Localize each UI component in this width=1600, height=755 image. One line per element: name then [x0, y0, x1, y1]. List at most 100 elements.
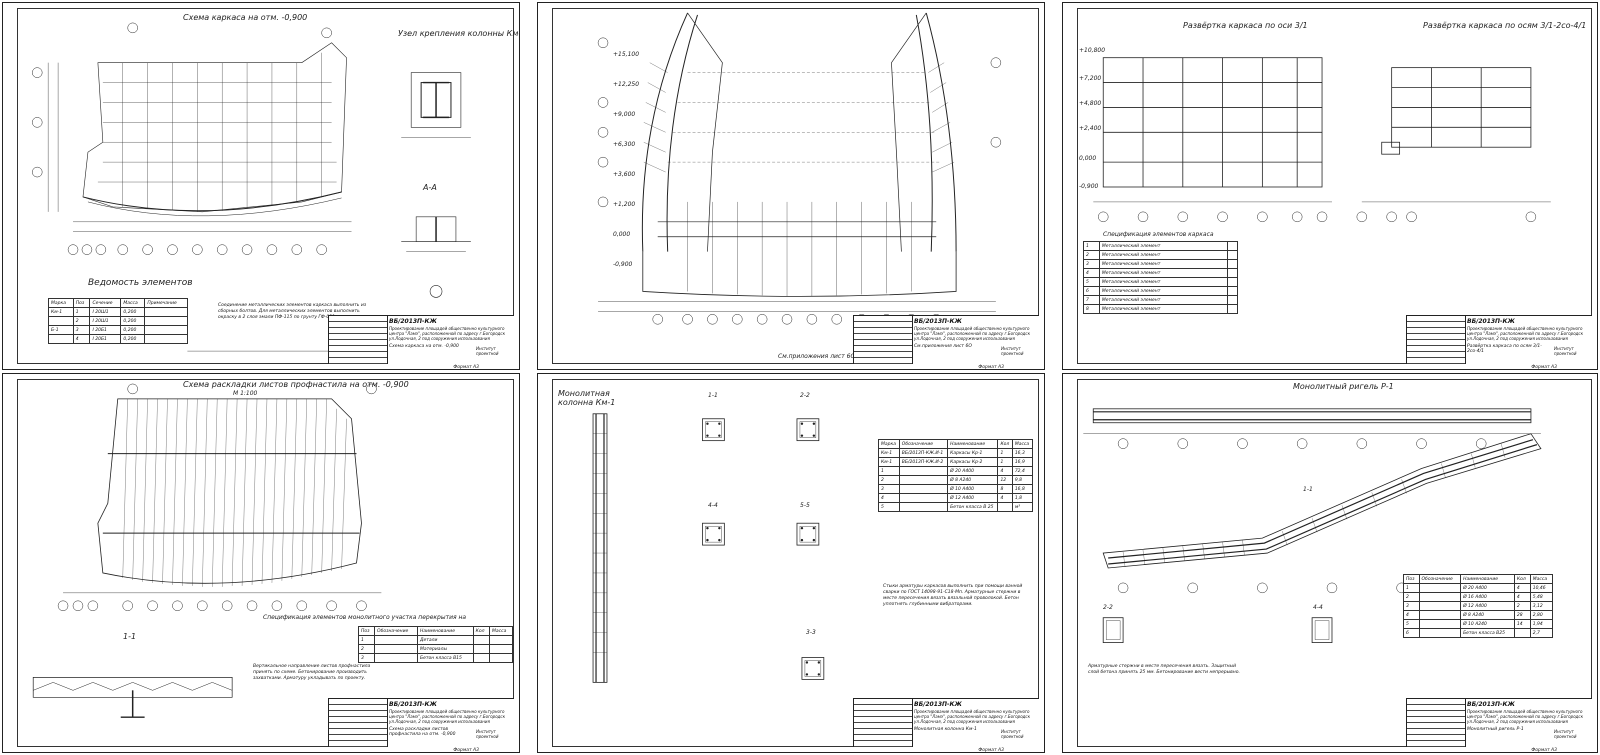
sheet-title: Схема раскладки листов профнастила на от…	[183, 380, 409, 389]
level-mark: +12,250	[613, 81, 640, 88]
project-description: Проектирование площадей общественно куль…	[914, 709, 1031, 724]
elevation-title-2: Развёртка каркаса по осям 3/1-2со-4/1	[1423, 21, 1587, 30]
level-mark: +7,200	[1079, 75, 1102, 82]
general-note: Арматурные стержни в месте пересечения в…	[1088, 664, 1240, 675]
project-description: Проектирование площадей общественно куль…	[914, 326, 1031, 341]
section-label: 5-5	[800, 502, 810, 509]
sheet-frame	[17, 8, 514, 364]
project-description: Проектирование площадей общественно куль…	[389, 326, 506, 341]
organization: Институт проектной	[1001, 729, 1024, 739]
section-label: А-А	[423, 183, 437, 192]
table-header: Кол	[1513, 574, 1531, 584]
table-header: Сечение	[89, 298, 122, 308]
table-header: Масса	[120, 298, 146, 308]
table-header: Поз	[72, 298, 91, 308]
sheet-frame	[552, 379, 1039, 747]
table-header: Масса	[1529, 574, 1554, 584]
level-mark: +4,800	[1079, 100, 1102, 107]
table-header: Кол	[472, 626, 491, 636]
section-label: 1-1	[1303, 486, 1313, 493]
title-block-grid	[1407, 699, 1466, 747]
table-header: Масса	[1011, 439, 1034, 449]
sheet-title: Монолитный ригель Р-1	[1293, 382, 1394, 391]
section-label: 1-1	[708, 392, 718, 399]
table-header: Примечание	[144, 298, 188, 308]
drawing-code: ВБ/2013П-КЖ	[914, 701, 962, 708]
table-header: Кол	[997, 439, 1013, 449]
sheet-name: Развёртка каркаса по осям 3/1-2со-4/1	[1467, 344, 1542, 354]
sheet-caption: См.приложения лист 6О	[778, 353, 856, 360]
sheet-name: См.приложения лист 6О	[914, 344, 972, 349]
table-header: Марка	[48, 298, 74, 308]
section-label: 4-4	[1313, 604, 1323, 611]
table-header: Обозначение	[898, 439, 949, 449]
sheet-name: Монолитная колонна Км-1	[914, 727, 977, 732]
table-header: Поз	[357, 626, 376, 636]
section-label: 3-3	[806, 629, 816, 636]
sheet-name: Схема каркаса на отм. -0,900	[389, 344, 459, 349]
spec-table: Поз Обозначение Наименование Кол Масса 1…	[1403, 574, 1554, 638]
project-description: Проектирование площадей общественно куль…	[1467, 326, 1584, 341]
detail-title: Узел крепления колонны Км-1	[398, 29, 520, 38]
project-description: Проектирование площадей общественно куль…	[1467, 709, 1584, 724]
sheet-frame	[17, 379, 514, 747]
scale-label: М 1:100	[233, 390, 258, 397]
drawing-code: ВБ/2013П-КЖ	[1467, 318, 1515, 325]
sheet-name: Монолитный ригель Р-1	[1467, 727, 1524, 732]
level-mark: 0,000	[1079, 155, 1097, 162]
spec-table: Марка Обозначение Наименование Кол Масса…	[878, 439, 1034, 512]
title-block-grid	[329, 699, 388, 747]
elevation-title: Развёртка каркаса по оси 3/1	[1183, 21, 1308, 30]
drawing-sheet-1[interactable]: Схема каркаса на отм. -0,900 Узел крепле…	[2, 2, 520, 370]
sheet-frame	[1077, 8, 1592, 364]
title-block: ВБ/2013П-КЖ Проектирование площадей обще…	[328, 315, 514, 364]
spec-table: Поз Обозначение Наименование Кол Масса 1…	[357, 626, 513, 663]
deck-layout-drawing	[32, 383, 382, 718]
title-block: ВБ/2013П-КЖ Проектирование площадей обще…	[853, 698, 1039, 747]
organization: Институт проектной	[1554, 346, 1577, 356]
drawing-code: ВБ/2013П-КЖ	[389, 701, 437, 708]
title-block-grid	[854, 316, 913, 364]
section-label: 2-2	[1103, 604, 1113, 611]
drawing-sheet-3[interactable]: Развёртка каркаса по оси 3/1 Развёртка к…	[1062, 2, 1598, 370]
drawing-sheet-4[interactable]: Схема раскладки листов профнастила на от…	[2, 373, 520, 753]
drawing-sheet-6[interactable]: Монолитный ригель Р-1 1-1 2-2 4-4 Поз Об…	[1062, 373, 1598, 753]
sheet-title: Схема каркаса на отм. -0,900	[183, 13, 308, 22]
format-label: Формат А3	[978, 365, 1004, 370]
title-block-grid	[854, 699, 913, 747]
level-mark: -0,900	[1079, 183, 1099, 190]
table-header: Обозначение	[1418, 574, 1462, 584]
organization: Институт проектной	[1001, 346, 1024, 356]
organization: Институт проектной	[1554, 729, 1577, 739]
level-mark: +1,200	[613, 201, 636, 208]
table-header: Масса	[489, 626, 513, 636]
level-mark: 0,000	[613, 231, 631, 238]
drawing-sheet-5[interactable]: Монолитная колонна Км-1 1-1 2-2 4-4 5-5 …	[537, 373, 1045, 753]
drawing-sheet-2[interactable]: +15,100 +12,250 +9,000 +6,300 +3,600 +1,…	[537, 2, 1045, 370]
title-block: ВБ/2013П-КЖ Проектирование площадей обще…	[1406, 698, 1592, 747]
format-label: Формат А3	[1531, 748, 1557, 753]
sheet-frame	[1077, 379, 1592, 747]
title-block: ВБ/2013П-КЖ Проектирование площадей обще…	[1406, 315, 1592, 364]
organization: Институт проектной	[476, 729, 499, 739]
sheet-frame	[552, 8, 1039, 364]
table-header: Поз	[1403, 574, 1420, 584]
table-header: Марка	[878, 439, 900, 449]
column-reinforcement-drawing	[592, 413, 825, 683]
frame-elevation-drawing	[1093, 57, 1551, 223]
